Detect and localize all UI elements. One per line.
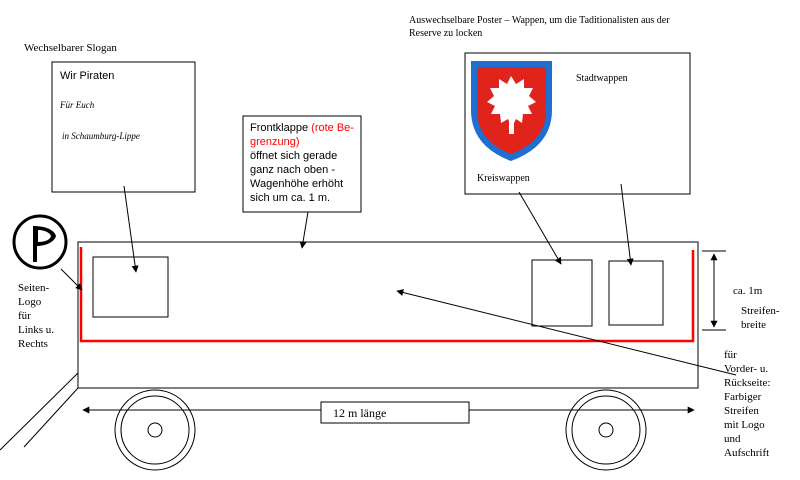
- svg-text:Farbiger: Farbiger: [724, 391, 762, 403]
- svg-text:Links u.: Links u.: [18, 324, 54, 336]
- slogan-line2: Für Euch: [59, 100, 95, 110]
- arrow-rear-note-to-stripe: [396, 289, 737, 376]
- svg-text:Rückseite:: Rückseite:: [724, 377, 770, 389]
- svg-text:Streifen: Streifen: [724, 405, 759, 417]
- slogan-note: Wechselbarer Slogan: [24, 42, 117, 54]
- slogan-line3: in Schaumburg-Lippe: [62, 131, 140, 141]
- front-note-line3: öffnet sich gerade: [250, 150, 337, 162]
- slogan-panel: [92, 256, 169, 318]
- drawbar-lower: [23, 387, 79, 448]
- rear-note: für Vorder- u. Rückseite: Farbiger Strei…: [724, 349, 770, 459]
- kreiswappen-label: Kreiswappen: [477, 173, 530, 184]
- front-note-line6: sich um ca. 1 m.: [250, 192, 330, 204]
- front-note-line2: grenzung): [250, 136, 300, 148]
- svg-text:Seiten-: Seiten-: [18, 282, 49, 294]
- front-flap-note: Frontklappe (rote Be- grenzung) öffnet s…: [242, 115, 362, 213]
- crest-box: Stadtwappen Kreiswappen: [464, 52, 691, 195]
- wheel-left: [114, 389, 196, 471]
- svg-text:Rechts: Rechts: [18, 338, 48, 350]
- svg-text:für: für: [724, 349, 737, 361]
- wheel-right: [565, 389, 647, 471]
- poster-note-line1: Auswechselbare Poster – Wappen, um die T…: [409, 15, 670, 26]
- arrow-front-note-to-trailer: [299, 211, 309, 249]
- svg-text:für: für: [18, 310, 31, 322]
- length-label-box: [320, 401, 470, 424]
- pirate-party-logo-icon: [12, 214, 68, 270]
- side-logo-note: Seiten- Logo für Links u. Rechts: [18, 282, 54, 350]
- red-stripe-boundary: [79, 247, 695, 343]
- front-note-line1-red: (rote Be-: [311, 122, 354, 134]
- svg-text:Frontklappe (rote Be-: Frontklappe (rote Be-: [250, 122, 354, 134]
- front-note-line4: ganz nach oben -: [250, 164, 335, 176]
- stadtwappen-panel: [608, 260, 664, 326]
- trailer-body: [77, 241, 699, 389]
- front-note-line1-black: Frontklappe: [250, 122, 311, 134]
- stripe-width-label2: breite: [741, 319, 766, 331]
- arrow-stadt-to-panel: [620, 183, 634, 266]
- svg-text:Aufschrift: Aufschrift: [724, 447, 769, 459]
- poster-note-line2: Reserve zu locken: [409, 28, 482, 39]
- svg-text:Logo: Logo: [18, 296, 42, 308]
- drawbar-upper: [0, 372, 79, 451]
- stripe-width-label1: Streifen-: [741, 305, 780, 317]
- arrow-slogan-to-panel: [123, 185, 139, 273]
- svg-text:mit Logo: mit Logo: [724, 419, 765, 431]
- svg-text:und: und: [724, 433, 741, 445]
- stripe-height-label: ca. 1m: [733, 285, 763, 297]
- front-note-line5: Wagenhöhe erhöht: [250, 178, 343, 190]
- arrow-kreis-to-panel: [518, 191, 562, 265]
- nettle-leaf-crest-icon: [471, 61, 552, 161]
- stadtwappen-label: Stadtwappen: [576, 73, 628, 84]
- slogan-box: Wir Piraten Für Euch in Schaumburg-Lippe: [51, 61, 196, 193]
- kreiswappen-panel: [531, 259, 593, 327]
- length-label: 12 m länge: [333, 406, 386, 420]
- arrow-logo-to-trailer: [60, 268, 83, 291]
- slogan-line1: Wir Piraten: [60, 70, 114, 82]
- svg-text:Vorder- u.: Vorder- u.: [724, 363, 768, 375]
